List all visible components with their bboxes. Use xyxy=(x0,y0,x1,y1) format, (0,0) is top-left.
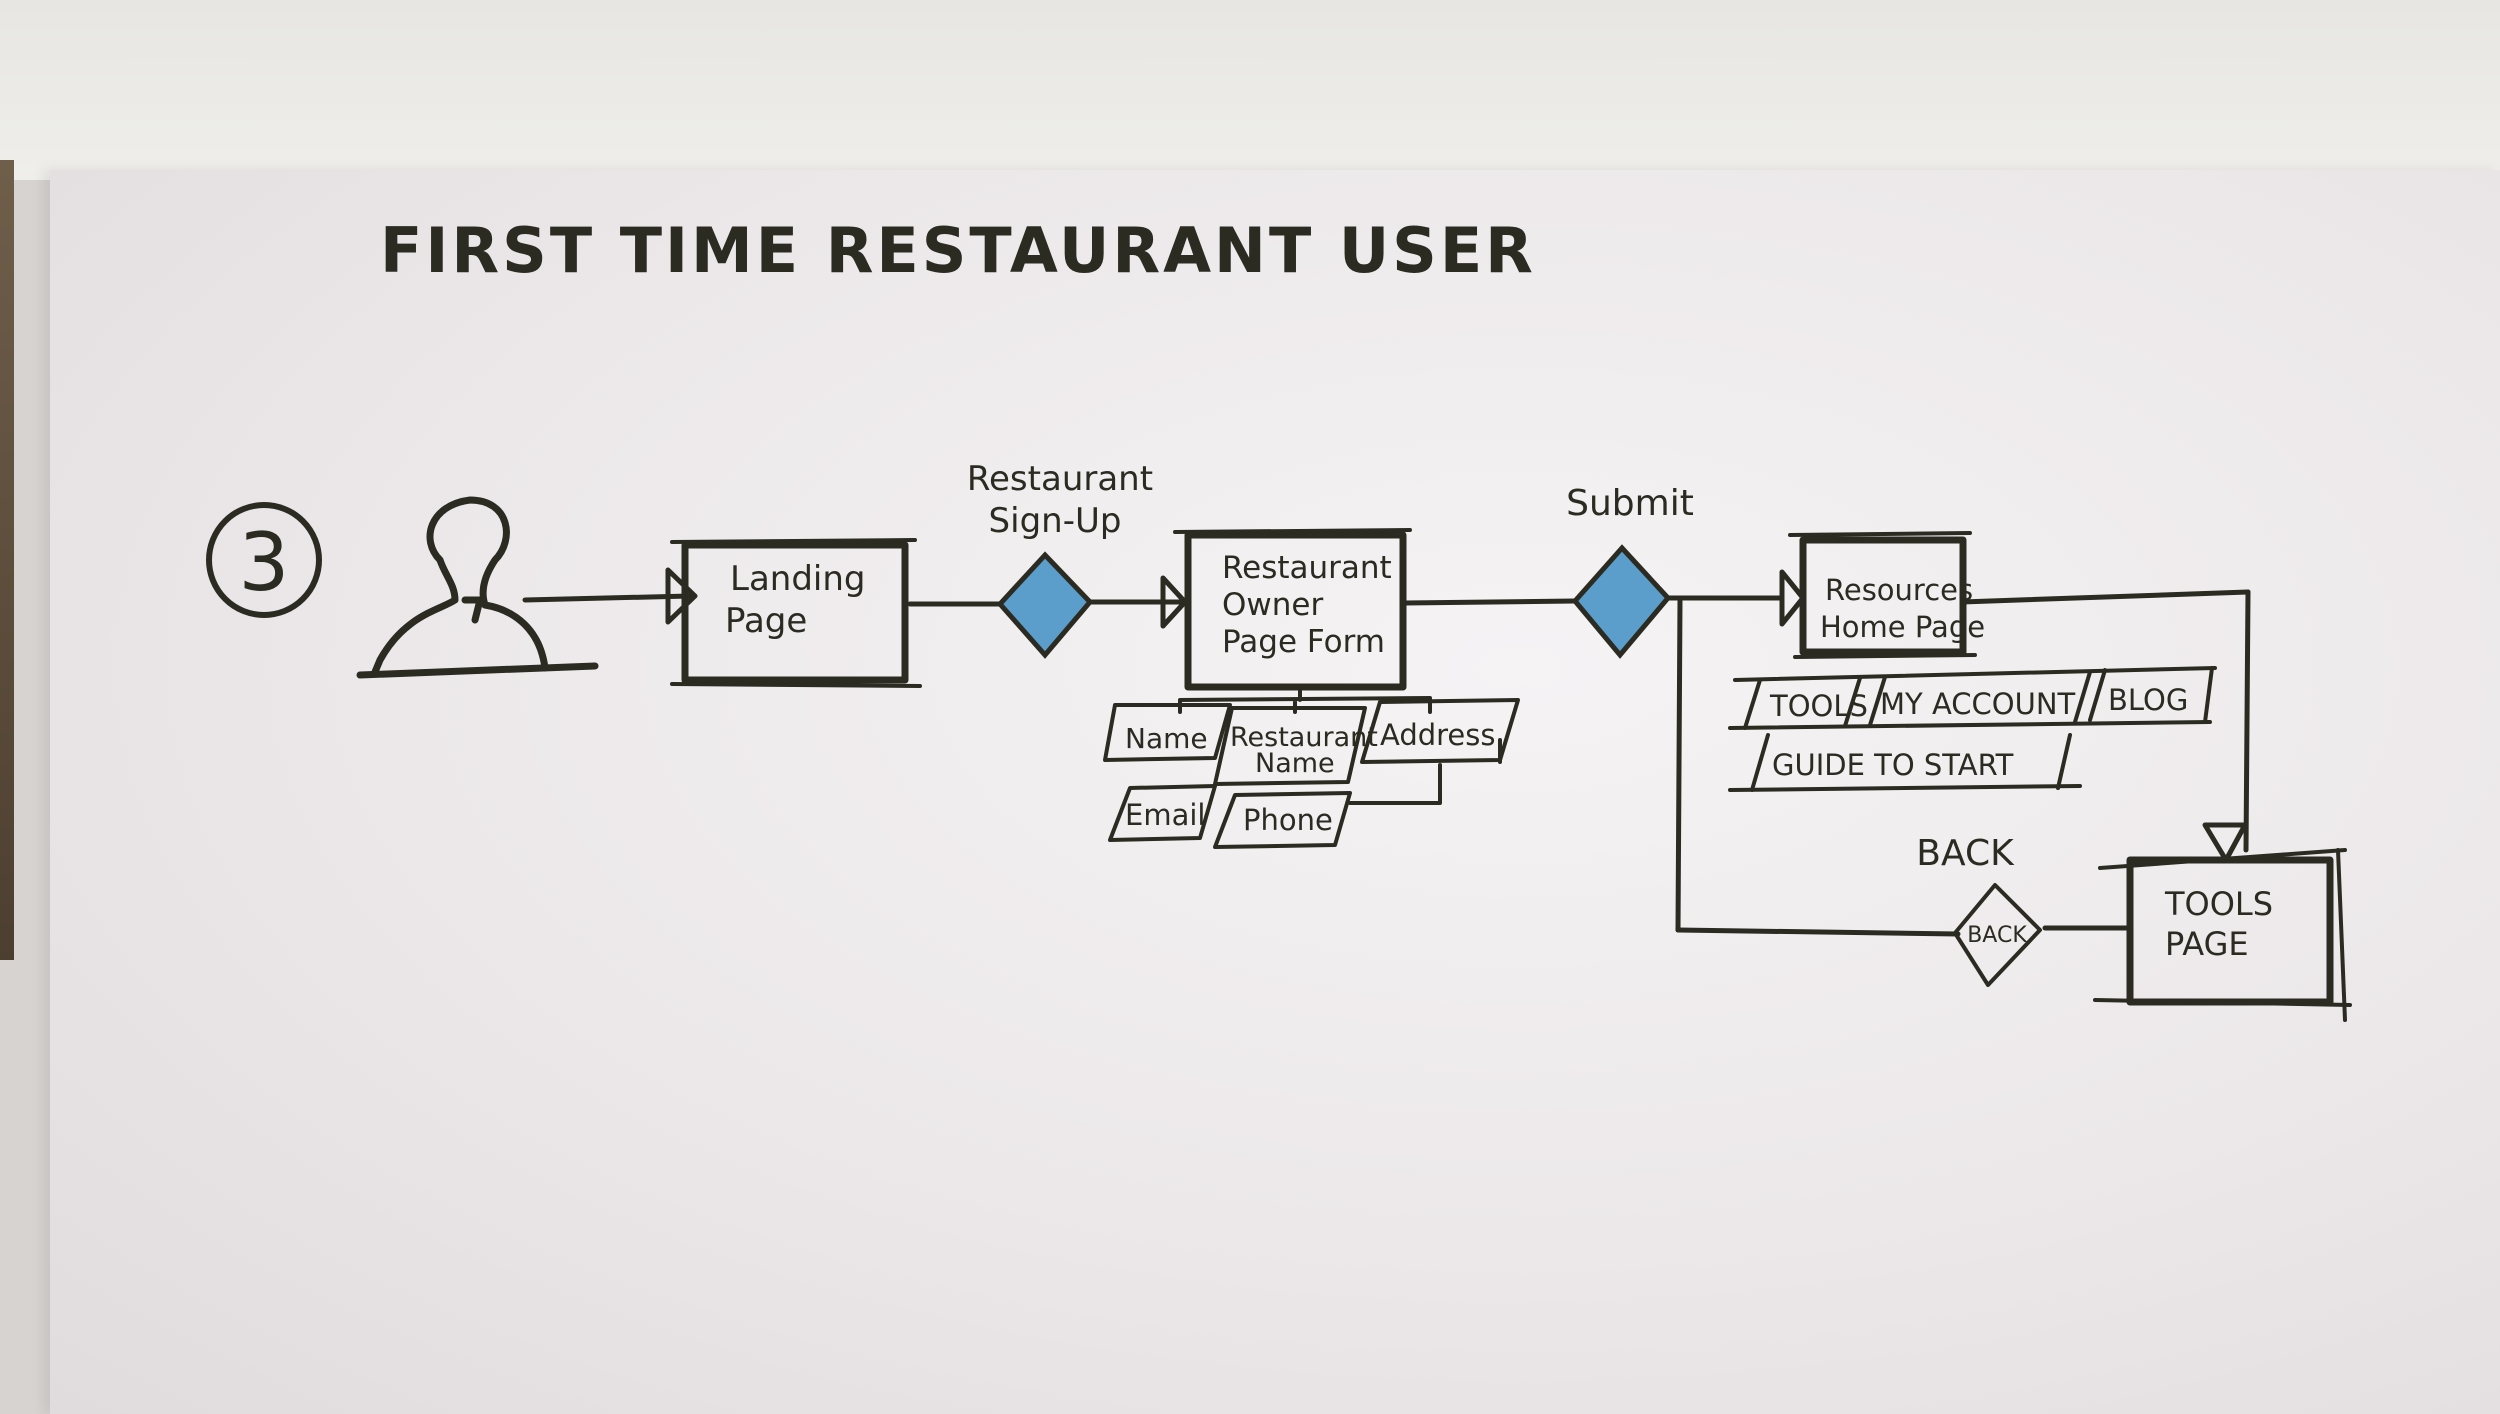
field-restaurant-name-2: Name xyxy=(1255,748,1335,779)
resources-node: Resources Home Page xyxy=(1788,531,1985,659)
tools-page-line1: TOOLS xyxy=(2164,885,2273,923)
step-number-badge: 3 xyxy=(206,502,322,618)
signup-decision-node: Restaurant Sign-Up xyxy=(967,459,1153,659)
user-icon xyxy=(356,496,599,679)
tools-page-line2: PAGE xyxy=(2165,925,2249,963)
field-address: Address xyxy=(1380,718,1496,752)
field-restaurant-name-1: Restaurant xyxy=(1230,722,1378,753)
resources-line2: Home Page xyxy=(1820,610,1985,644)
submit-label: Submit xyxy=(1566,483,1694,524)
resources-line1: Resources xyxy=(1825,573,1973,607)
link-blog: BLOG xyxy=(2108,683,2188,717)
landing-page-line2: Page xyxy=(725,601,807,641)
back-decision-node: BACK BACK xyxy=(1916,833,2042,987)
step-number: 3 xyxy=(239,516,290,609)
signup-label-line2: Sign-Up xyxy=(989,501,1122,541)
link-my-account: MY ACCOUNT xyxy=(1880,687,2076,721)
paper-sheet-behind xyxy=(0,0,2500,180)
back-inner-label: BACK xyxy=(1967,923,2027,948)
form-fields: Name Restaurant Name Address Email Phone xyxy=(1103,688,1520,849)
tools-page-node: TOOLS PAGE xyxy=(2093,848,2352,1022)
field-email: Email xyxy=(1125,798,1205,832)
submit-decision-node: Submit xyxy=(1566,483,1694,659)
paper-sheet xyxy=(50,170,2500,1414)
field-phone: Phone xyxy=(1243,803,1333,837)
connectors xyxy=(522,567,2251,937)
desk-edge xyxy=(0,160,14,960)
landing-page-node: Landing Page xyxy=(670,538,922,688)
resource-links: TOOLS MY ACCOUNT BLOG GUIDE TO START xyxy=(1728,666,2217,792)
back-outer-label: BACK xyxy=(1916,833,2015,874)
owner-form-line2: Owner xyxy=(1222,587,1323,623)
landing-page-line1: Landing xyxy=(730,559,866,599)
signup-label-line1: Restaurant xyxy=(967,459,1153,499)
diagram-title: FIRST TIME RESTAURANT USER xyxy=(380,214,1536,287)
owner-form-node: Restaurant Owner Page Form xyxy=(1173,528,1412,691)
field-name: Name xyxy=(1125,722,1208,755)
owner-form-line1: Restaurant xyxy=(1222,550,1392,586)
owner-form-line3: Page Form xyxy=(1222,624,1385,660)
link-tools: TOOLS xyxy=(1769,689,1868,723)
link-guide: GUIDE TO START xyxy=(1772,748,2014,782)
